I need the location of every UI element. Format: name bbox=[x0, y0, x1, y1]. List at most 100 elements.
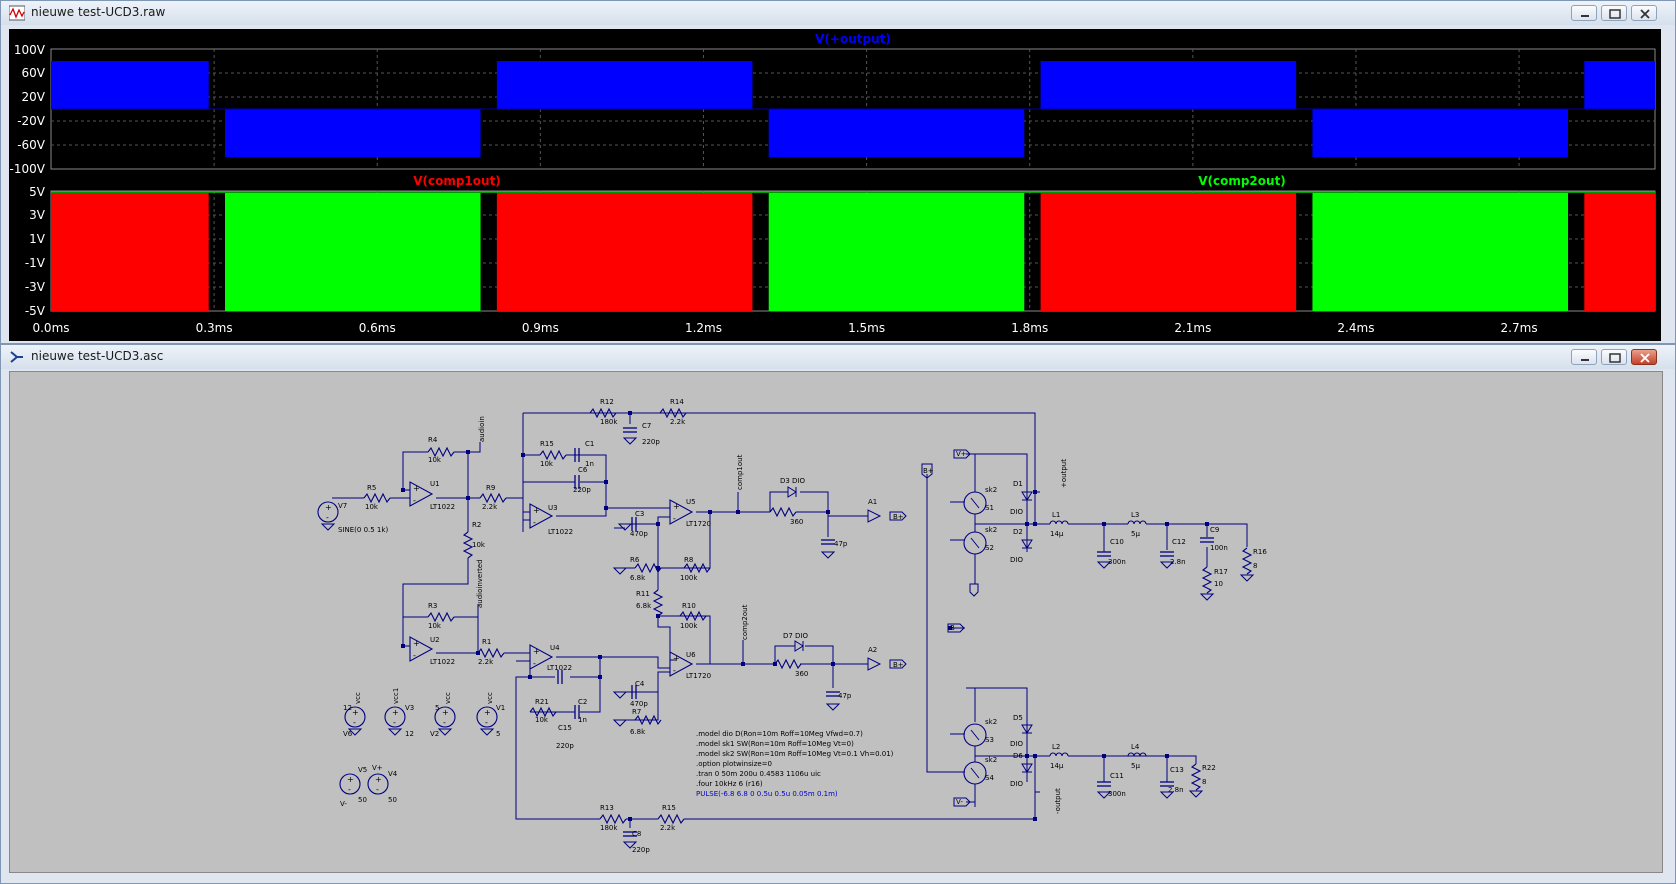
plot-close-button[interactable] bbox=[1631, 5, 1657, 21]
svg-text:audioin: audioin bbox=[478, 416, 486, 442]
svg-text:audioinverted: audioinverted bbox=[476, 559, 484, 608]
plot-minimize-button[interactable] bbox=[1571, 5, 1597, 21]
svg-text:V6: V6 bbox=[343, 730, 353, 738]
svg-text:SINE(0 0.5 1k): SINE(0 0.5 1k) bbox=[338, 526, 388, 534]
top-trace-label[interactable]: V(+output) bbox=[815, 32, 891, 46]
svg-text:50: 50 bbox=[388, 796, 397, 804]
svg-text:LT1022: LT1022 bbox=[430, 503, 455, 511]
schematic-window-titlebar[interactable]: nieuwe test-UCD3.asc bbox=[1, 345, 1675, 369]
svg-text:A2: A2 bbox=[868, 646, 877, 654]
svg-text:V2: V2 bbox=[430, 730, 439, 738]
svg-text:C2: C2 bbox=[578, 698, 587, 706]
y-tick-top-5: -100V bbox=[10, 162, 46, 176]
svg-text:LT1720: LT1720 bbox=[686, 520, 711, 528]
bottom-trace-segment-0 bbox=[51, 193, 209, 311]
svg-text:vcc: vcc bbox=[354, 692, 362, 704]
top-trace-segment-5 bbox=[1312, 109, 1569, 157]
svg-text:R5: R5 bbox=[367, 484, 376, 492]
svg-text:DIO: DIO bbox=[1010, 556, 1023, 564]
svg-text:U5: U5 bbox=[686, 498, 696, 506]
svg-text:R8: R8 bbox=[684, 556, 693, 564]
svg-text:C11: C11 bbox=[1110, 772, 1124, 780]
svg-text:C4: C4 bbox=[635, 680, 645, 688]
schematic-wires bbox=[332, 412, 1248, 828]
svg-text:DIO: DIO bbox=[1010, 780, 1023, 788]
svg-text:220p: 220p bbox=[556, 742, 574, 750]
top-trace-group bbox=[51, 61, 1655, 157]
svg-text:+output: +output bbox=[1060, 459, 1068, 488]
svg-text:R12: R12 bbox=[600, 398, 614, 406]
schematic-minimize-button[interactable] bbox=[1571, 349, 1597, 365]
y-tick-bot-3: -1V bbox=[25, 256, 46, 270]
plot-window-titlebar[interactable]: nieuwe test-UCD3.raw bbox=[1, 1, 1675, 25]
top-trace-segment-3 bbox=[768, 109, 1025, 157]
svg-text:V-: V- bbox=[340, 800, 347, 808]
schematic-drawing[interactable]: + - + - bbox=[10, 372, 1662, 872]
top-trace-segment-0 bbox=[51, 61, 209, 109]
plot-pane[interactable]: V(+output) V(comp1out) V(comp2out) 100V … bbox=[9, 29, 1661, 341]
svg-text:R21: R21 bbox=[535, 698, 549, 706]
svg-text:A1: A1 bbox=[868, 498, 877, 506]
top-trace-segment-4 bbox=[1040, 61, 1297, 109]
net-flags bbox=[889, 449, 979, 807]
schematic-junctions bbox=[401, 411, 1209, 821]
svg-text:LT1022: LT1022 bbox=[548, 528, 573, 536]
svg-text:V1: V1 bbox=[496, 704, 505, 712]
svg-text:B+: B+ bbox=[923, 467, 934, 475]
svg-text:V+: V+ bbox=[956, 450, 967, 458]
svg-text:.model sk1 SW(Ron=10m Roff=10M: .model sk1 SW(Ron=10m Roff=10Meg Vt=0) bbox=[696, 740, 854, 748]
bottom-trace-segment-6 bbox=[1584, 193, 1655, 311]
svg-text:C3: C3 bbox=[635, 510, 644, 518]
svg-text:D2: D2 bbox=[1013, 528, 1023, 536]
bottom-trace1-label[interactable]: V(comp1out) bbox=[413, 174, 501, 188]
minimize-icon bbox=[1581, 359, 1589, 361]
plot-window-title: nieuwe test-UCD3.raw bbox=[31, 5, 166, 19]
x-tick-1: 0.3ms bbox=[196, 321, 233, 335]
schematic-maximize-button[interactable] bbox=[1601, 349, 1627, 365]
svg-text:comp2out: comp2out bbox=[741, 604, 749, 640]
schematic-labels: R12 180k R14 2.2k C7 220p R4 10k audioin… bbox=[338, 398, 1267, 854]
plot-maximize-button[interactable] bbox=[1601, 5, 1627, 21]
bottom-trace-segment-2 bbox=[496, 193, 753, 311]
svg-text:6.8k: 6.8k bbox=[630, 574, 646, 582]
schematic-close-button[interactable] bbox=[1631, 349, 1657, 365]
close-icon bbox=[1640, 353, 1650, 363]
y-tick-bot-5: -5V bbox=[25, 304, 46, 318]
x-tick-9: 2.7ms bbox=[1501, 321, 1538, 335]
svg-text:D6: D6 bbox=[1013, 752, 1023, 760]
bottom-trace2-label[interactable]: V(comp2out) bbox=[1198, 174, 1286, 188]
svg-text:V3: V3 bbox=[405, 704, 414, 712]
svg-text:5µ: 5µ bbox=[1131, 530, 1140, 538]
svg-text:10k: 10k bbox=[540, 460, 554, 468]
y-tick-bot-4: -3V bbox=[25, 280, 46, 294]
svg-text:sk2: sk2 bbox=[985, 718, 997, 726]
maximize-icon bbox=[1609, 9, 1621, 19]
svg-text:2.8n: 2.8n bbox=[1170, 558, 1186, 566]
svg-text:V5: V5 bbox=[358, 766, 367, 774]
svg-text:D3: D3 bbox=[780, 477, 790, 485]
svg-text:12: 12 bbox=[343, 704, 352, 712]
svg-text:180k: 180k bbox=[600, 824, 618, 832]
waveform-plot[interactable]: V(+output) V(comp1out) V(comp2out) 100V … bbox=[9, 29, 1661, 341]
svg-text:vcc: vcc bbox=[486, 692, 494, 704]
svg-text:sk2: sk2 bbox=[985, 756, 997, 764]
svg-text:220p: 220p bbox=[573, 486, 591, 494]
svg-text:14µ: 14µ bbox=[1050, 762, 1064, 770]
y-tick-bot-0: 5V bbox=[29, 185, 46, 199]
svg-text:100n: 100n bbox=[1210, 544, 1228, 552]
svg-text:2.2k: 2.2k bbox=[482, 503, 498, 511]
schematic-app-icon bbox=[10, 351, 23, 363]
x-tick-6: 1.8ms bbox=[1011, 321, 1048, 335]
svg-text:S4: S4 bbox=[985, 774, 994, 782]
svg-text:R11: R11 bbox=[636, 590, 650, 598]
svg-text:.tran 0 50m 200u 0.4583 1106u: .tran 0 50m 200u 0.4583 1106u uic bbox=[696, 770, 821, 778]
svg-text:220p: 220p bbox=[632, 846, 650, 854]
bottom-trace-segment-3 bbox=[768, 193, 1025, 311]
schematic-canvas[interactable]: + - + - bbox=[9, 371, 1663, 873]
y-tick-top-2: 20V bbox=[22, 90, 46, 104]
svg-text:.four 10kHz 6 (r16): .four 10kHz 6 (r16) bbox=[696, 780, 763, 788]
svg-text:R7: R7 bbox=[632, 708, 641, 716]
svg-text:R14: R14 bbox=[670, 398, 684, 406]
svg-text:14µ: 14µ bbox=[1050, 530, 1064, 538]
svg-text:2.2k: 2.2k bbox=[670, 418, 686, 426]
